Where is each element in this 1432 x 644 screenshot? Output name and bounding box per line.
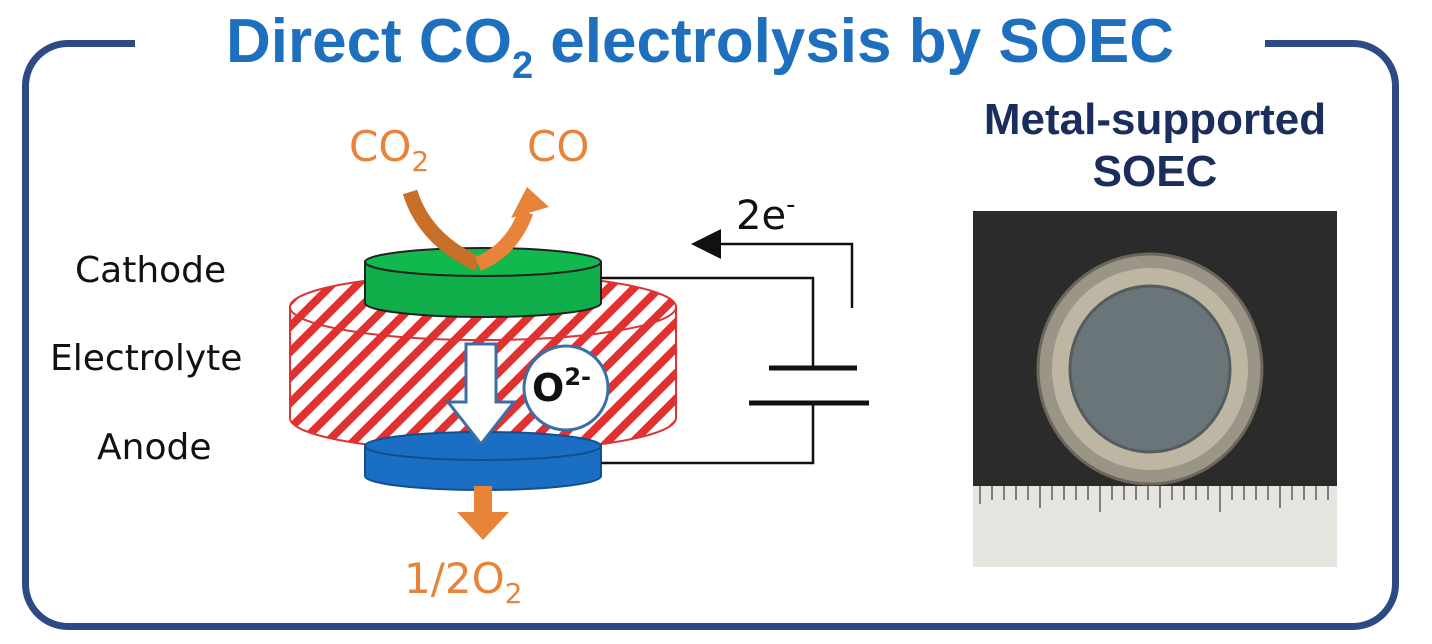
- co2-input-label: CO2: [349, 122, 430, 178]
- cathode-label: Cathode: [75, 250, 227, 291]
- down-arrow-icon: [444, 342, 518, 447]
- electron-flow-label: 2e-: [736, 190, 796, 239]
- title-rest: electrolysis by SOEC: [533, 7, 1175, 76]
- ion-circle: [522, 344, 610, 432]
- external-circuit: [601, 229, 869, 465]
- title-subscript: 2: [511, 45, 534, 87]
- title-main: Direct CO: [225, 7, 512, 76]
- curved-arrow-icon: [402, 187, 549, 271]
- metal-supported-soec-cell-photo: [973, 211, 1337, 567]
- oxygen-out-arrow-icon: [457, 486, 509, 540]
- photo-title: Metal-supported SOEC: [930, 94, 1380, 198]
- diagram-title: Direct CO2 electrolysis by SOEC: [135, 6, 1265, 85]
- oxygen-output-label: 1/2O2: [404, 554, 523, 610]
- co-output-label: CO: [527, 122, 590, 171]
- oxide-ion-label: O2-: [532, 363, 591, 410]
- anode-label: Anode: [97, 427, 212, 468]
- ruler-ticks: [979, 486, 1329, 512]
- photo-title-line1: Metal-supported: [983, 95, 1327, 144]
- photo-title-line2: SOEC: [1092, 147, 1218, 196]
- electrolyte-label: Electrolyte: [50, 338, 243, 379]
